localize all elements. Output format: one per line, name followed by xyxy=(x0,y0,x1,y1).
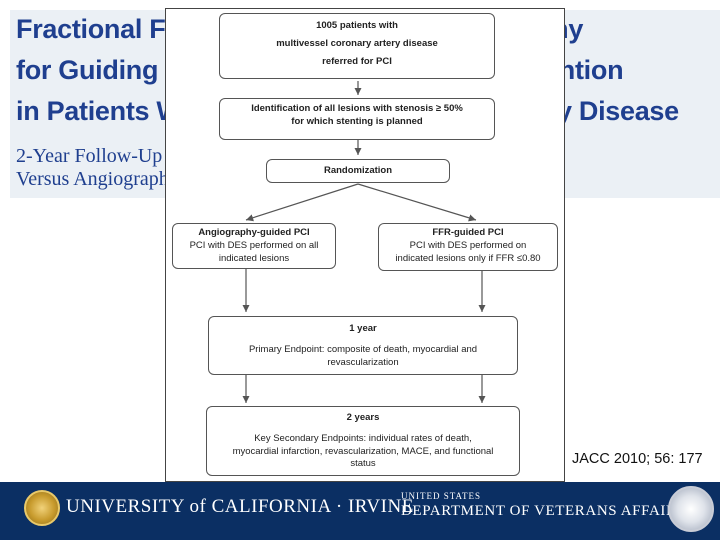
randomization-label: Randomization xyxy=(323,165,393,176)
arrow-randomization-to-ffr xyxy=(357,183,477,222)
uci-wordmark: UNIVERSITY of CALIFORNIA · IRVINE xyxy=(66,496,414,517)
angio-body-line-2: indicated lesions xyxy=(218,252,290,264)
angio-guided-box: Angiography-guided PCI PCI with DES perf… xyxy=(172,223,336,269)
randomization-box: Randomization xyxy=(266,159,450,183)
identification-box: Identification of all lesions with steno… xyxy=(219,98,495,140)
enrollment-line-1: 1005 patients with xyxy=(316,20,398,31)
enrollment-line-3: referred for PCI xyxy=(322,55,392,67)
ffr-body-line-2: indicated lesions only if FFR ≤0.80 xyxy=(395,252,541,264)
uci-seal-icon xyxy=(24,490,60,526)
year2-body-line-2: myocardial infarction, revascularization… xyxy=(232,445,494,457)
va-wordmark-small: UNITED STATES xyxy=(401,491,482,501)
year1-body-line-1: Primary Endpoint: composite of death, my… xyxy=(248,343,478,355)
va-seal-icon xyxy=(668,486,714,532)
va-wordmark: DEPARTMENT OF VETERANS AFFAIRS xyxy=(401,503,686,519)
ffr-body-line-1: PCI with DES performed on xyxy=(409,239,527,251)
arrow-randomization-to-angio xyxy=(245,183,359,222)
footer-banner: UNIVERSITY of CALIFORNIA · IRVINE UNITED… xyxy=(0,482,720,540)
year2-body-line-3: status xyxy=(350,458,376,470)
ffr-title: FFR-guided PCI xyxy=(432,227,504,238)
year2-title: 2 years xyxy=(346,412,380,423)
identification-line-1: Identification of all lesions with steno… xyxy=(251,103,463,114)
enrollment-line-2: multivessel coronary artery disease xyxy=(276,37,438,49)
identification-line-2: for which stenting is planned xyxy=(291,115,423,127)
ffr-guided-box: FFR-guided PCI PCI with DES performed on… xyxy=(378,223,558,271)
year1-title: 1 year xyxy=(349,323,377,334)
year2-box: 2 years Key Secondary Endpoints: individ… xyxy=(206,406,520,476)
angio-body-line-1: PCI with DES performed on all xyxy=(189,239,319,251)
journal-citation: JACC 2010; 56: 177 xyxy=(572,451,703,467)
year1-body-line-2: revascularization xyxy=(327,356,399,368)
angio-title: Angiography-guided PCI xyxy=(198,227,310,238)
year1-box: 1 year Primary Endpoint: composite of de… xyxy=(208,316,518,375)
year2-body-line-1: Key Secondary Endpoints: individual rate… xyxy=(254,432,472,444)
flowchart-connectors xyxy=(242,81,486,403)
enrollment-box: 1005 patients with multivessel coronary … xyxy=(219,13,495,79)
study-flowchart: 1005 patients with multivessel coronary … xyxy=(165,8,565,482)
